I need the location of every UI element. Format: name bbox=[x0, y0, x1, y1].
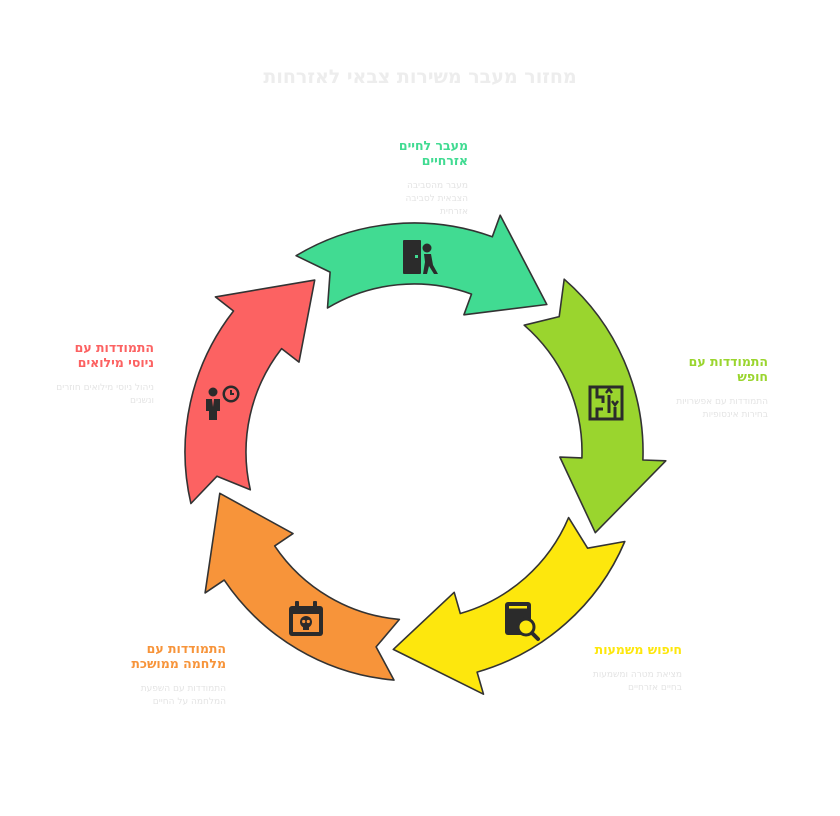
stage-heading: התמודדות עם מלחמה ממושכת bbox=[131, 641, 226, 671]
person-exit-door-icon bbox=[403, 240, 438, 274]
cycle-arrow-civilian bbox=[295, 214, 548, 316]
stage-description: מציאת מטרה ומשמעות בחיים אזרחיים bbox=[592, 670, 682, 693]
stage-label-freedom: התמודדות עם חופש התמודדות עם אפשרויות בח… bbox=[660, 354, 768, 422]
stage-label-reserve: התמודדות עם ניוסי מילואים ניהול ניוסי מי… bbox=[50, 340, 154, 408]
stage-description: ניהול ניוסי מילואים חוזרים ונשנים bbox=[56, 383, 154, 406]
stage-heading: מעבר לחיים אזרחיים bbox=[398, 138, 468, 168]
maze-arrows-icon bbox=[588, 385, 624, 421]
cycle-arrow-freedom bbox=[523, 278, 667, 534]
stage-description: התמודדות עם אפשרויות בחירות אינסופיות bbox=[676, 397, 768, 420]
diagram-title: מחזור מעבר משירות צבאי לאזרחות bbox=[263, 66, 577, 88]
stage-heading: התמודדות עם ניוסי מילואים bbox=[74, 340, 154, 370]
stage-heading: התמודדות עם חופש bbox=[688, 354, 768, 384]
calendar-skull-icon bbox=[289, 601, 323, 636]
person-clock-icon bbox=[206, 385, 240, 420]
book-search-icon bbox=[505, 602, 540, 641]
stage-label-war: התמודדות עם מלחמה ממושכת התמודדות עם השפ… bbox=[108, 641, 226, 709]
cycle-arrow-war bbox=[204, 492, 401, 681]
stage-label-meaning: חיפוש משמעות מציאת מטרה ומשמעות בחיים אז… bbox=[580, 642, 682, 695]
cycle-arrow-reserve bbox=[184, 279, 316, 505]
stage-heading: חיפוש משמעות bbox=[594, 642, 682, 657]
stage-description: התמודדות עם השפעת המלחמה על החיים bbox=[140, 684, 226, 707]
stage-description: מעבר מהסביבה הצבאית לסביבה אזרחית bbox=[405, 181, 468, 217]
stage-label-civilian: מעבר לחיים אזרחיים מעבר מהסביבה הצבאית ל… bbox=[350, 138, 468, 219]
